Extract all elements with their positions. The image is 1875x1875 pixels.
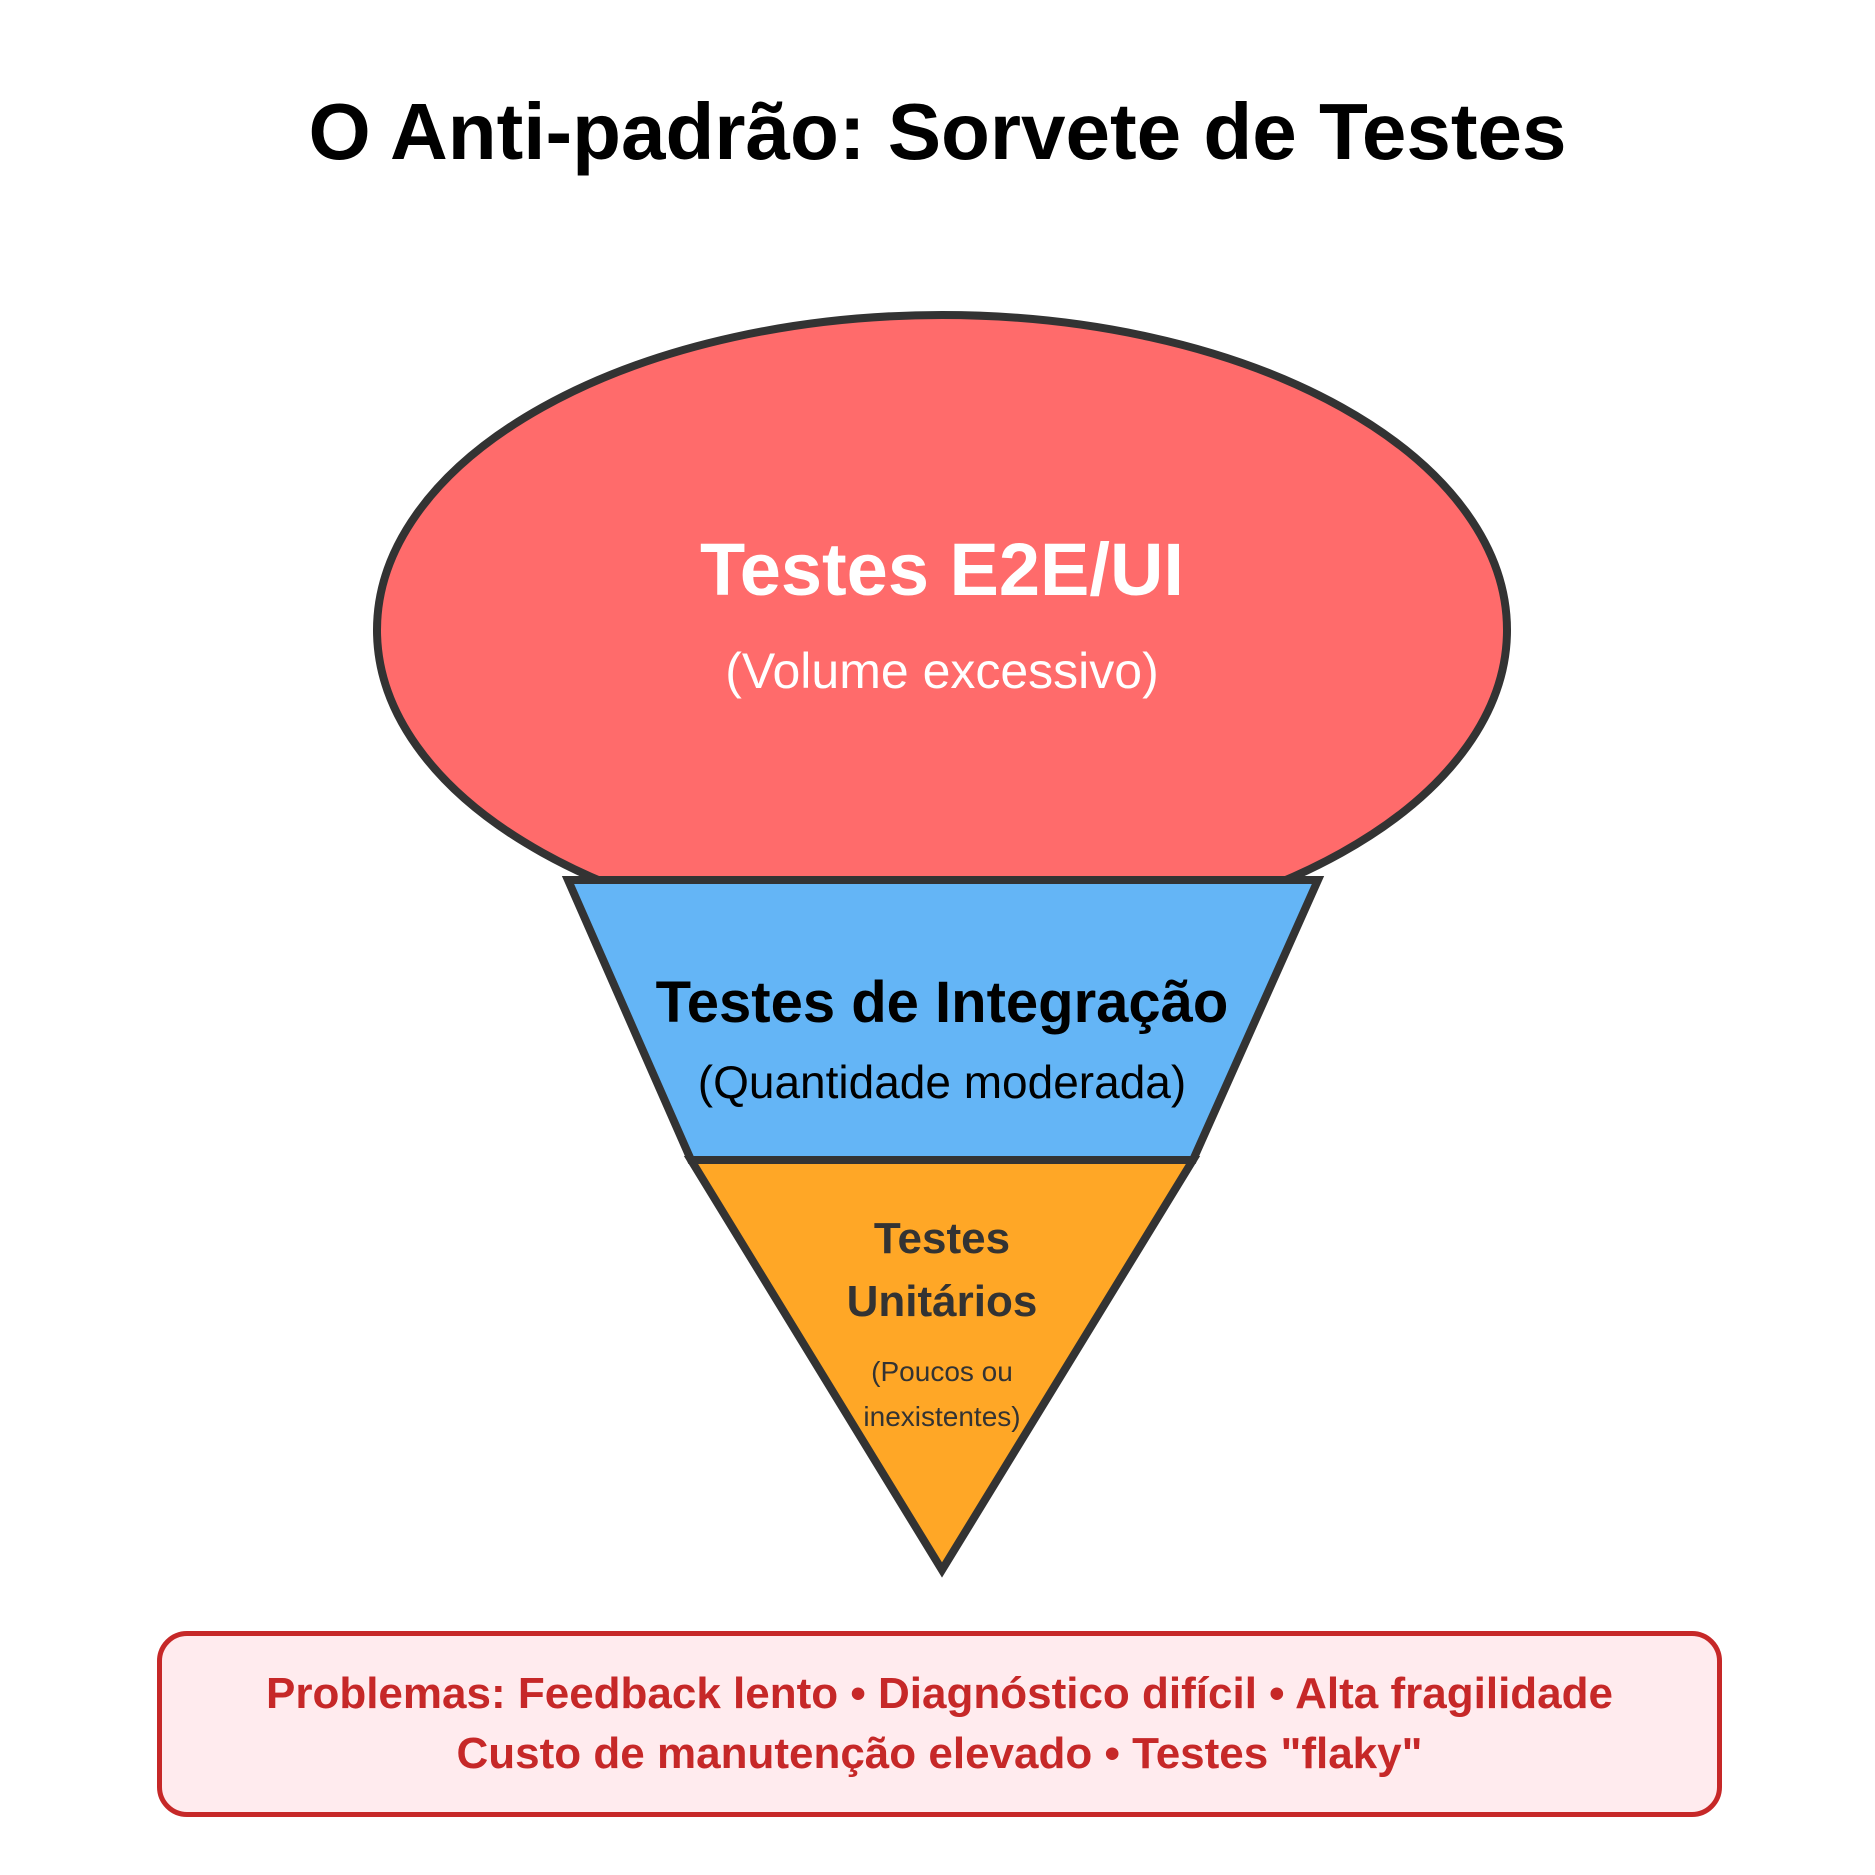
problems-box: Problemas: Feedback lento • Diagnóstico … xyxy=(157,1631,1722,1817)
unit-label-line2: Unitários xyxy=(847,1277,1038,1326)
e2e-scoop xyxy=(373,311,1511,880)
e2e-label: Testes E2E/UI xyxy=(700,528,1184,611)
unit-cone-tip xyxy=(683,1156,1201,1578)
e2e-note: (Volume excessivo) xyxy=(725,643,1159,699)
unit-note-line2: inexistentes) xyxy=(863,1401,1020,1432)
problems-line-1: Problemas: Feedback lento • Diagnóstico … xyxy=(265,1669,1613,1718)
unit-label-line1: Testes xyxy=(874,1214,1010,1263)
integration-note: (Quantidade moderada) xyxy=(698,1056,1186,1108)
unit-note-line1: (Poucos ou xyxy=(871,1356,1013,1387)
page-title: O Anti-padrão: Sorvete de Testes xyxy=(308,87,1567,176)
problems-line-2: Custo de manutenção elevado • Testes "fl… xyxy=(456,1729,1423,1778)
integration-label: Testes de Integração xyxy=(656,970,1229,1035)
